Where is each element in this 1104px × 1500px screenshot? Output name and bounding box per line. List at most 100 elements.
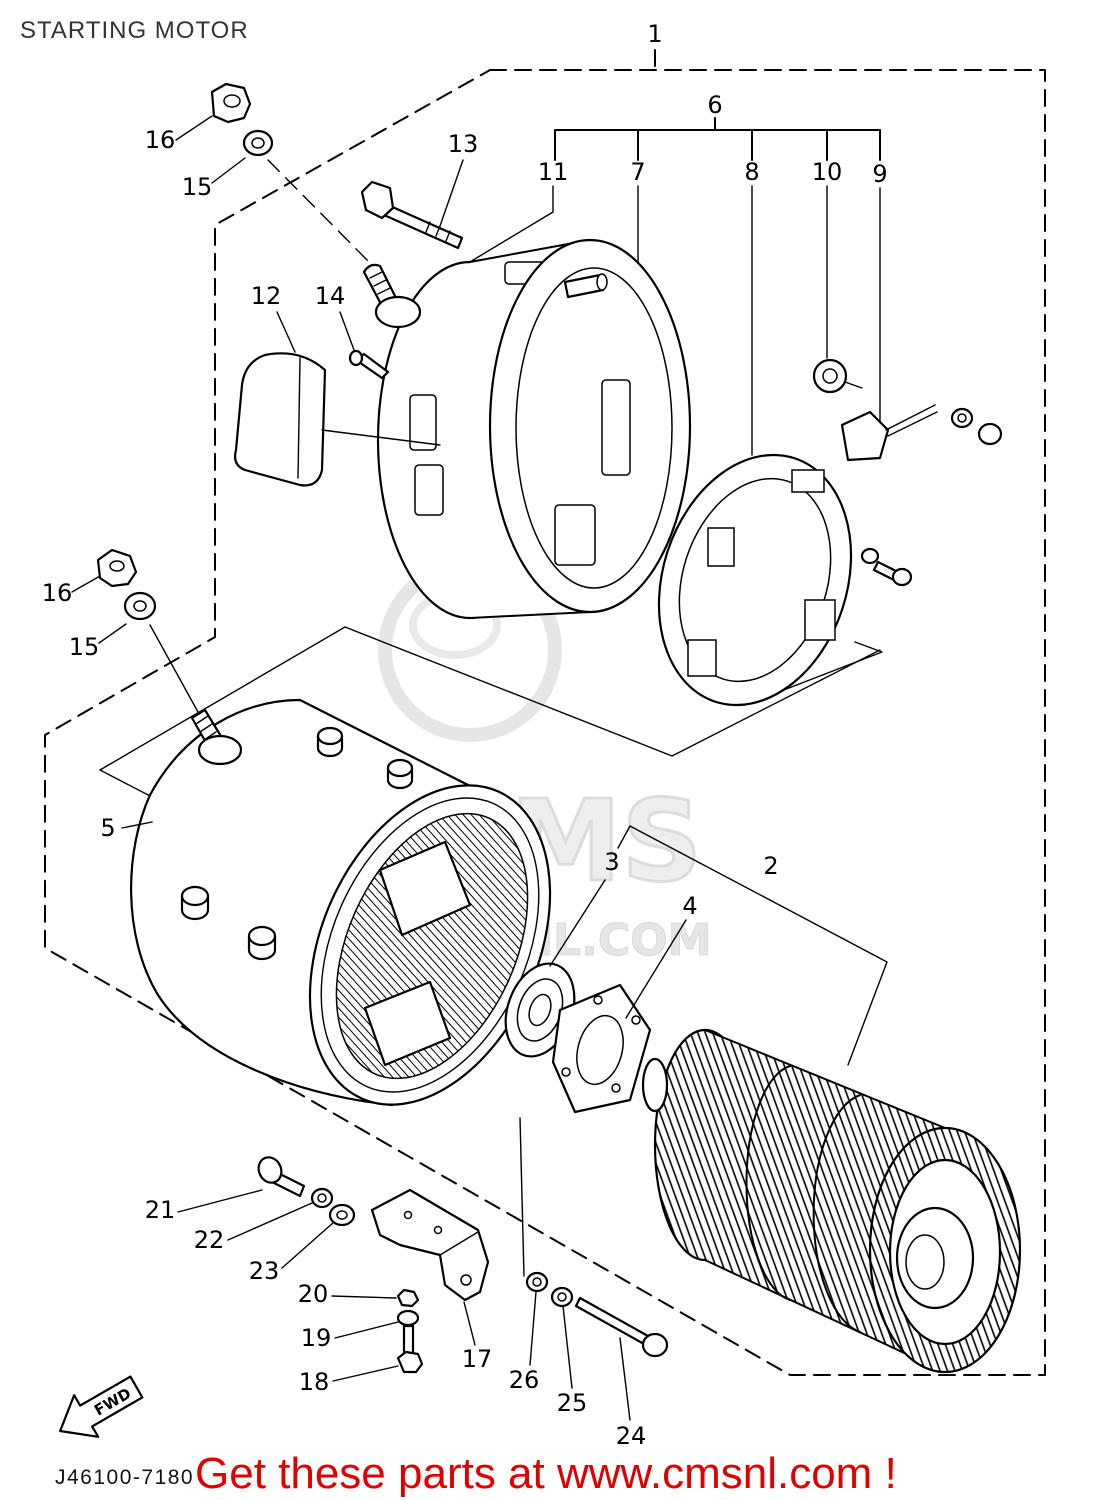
armature-band bbox=[812, 1094, 861, 1333]
bolt-thread bbox=[425, 221, 451, 242]
yoke-5 bbox=[130, 698, 552, 1107]
brush-washer-hole bbox=[957, 413, 967, 423]
brush-9 bbox=[840, 404, 1003, 462]
spring-10 bbox=[812, 358, 863, 394]
stud-hex-base bbox=[374, 295, 422, 329]
yoke-pole-shoe bbox=[363, 980, 452, 1067]
brush-block bbox=[840, 410, 890, 462]
leaders-16-15-lower bbox=[71, 575, 199, 713]
callout-7: 7 bbox=[630, 158, 645, 186]
callout-26: 26 bbox=[509, 1366, 540, 1394]
plate-washer bbox=[860, 547, 880, 565]
callout-22: 22 bbox=[194, 1226, 225, 1254]
nut-16-lower bbox=[96, 548, 138, 588]
bracket-part-6 bbox=[554, 117, 881, 161]
screw-head bbox=[257, 1156, 283, 1184]
bolt-18 bbox=[396, 1324, 424, 1374]
subassembly-outline-armature bbox=[617, 825, 888, 1066]
callout-6: 6 bbox=[707, 91, 722, 119]
nut-hole bbox=[223, 94, 241, 108]
bracket-body bbox=[370, 1188, 490, 1302]
spring-center bbox=[822, 368, 838, 384]
brush-holder bbox=[804, 599, 836, 641]
washer-22 bbox=[310, 1187, 334, 1209]
stud-axis-line-upper bbox=[267, 159, 373, 266]
terminal-stud-11 bbox=[362, 263, 422, 329]
leader-14 bbox=[339, 311, 355, 351]
callout-3: 3 bbox=[604, 848, 619, 876]
brush-12 bbox=[233, 352, 327, 487]
washer-hole bbox=[557, 1292, 567, 1302]
bracket-hole bbox=[460, 1274, 472, 1286]
end-cover-inner-pocket bbox=[554, 504, 596, 566]
callout-5: 5 bbox=[100, 814, 115, 842]
subassembly-outline-yoke bbox=[99, 626, 881, 798]
fwd-arrow-shape bbox=[59, 1375, 144, 1438]
yoke-pole-shoe bbox=[378, 840, 472, 937]
brush-plate-8 bbox=[657, 453, 913, 707]
leader-13 bbox=[439, 159, 464, 227]
nut-20 bbox=[396, 1288, 420, 1308]
stud-thread-lines bbox=[369, 271, 391, 295]
callout-16-lower: 16 bbox=[42, 579, 73, 607]
leaders-16-15-upper bbox=[175, 115, 246, 184]
leader-5 bbox=[121, 821, 153, 829]
end-cover-shaft-end bbox=[596, 273, 608, 291]
brush-holder bbox=[707, 527, 735, 567]
yoke-to-washer-line bbox=[519, 1117, 525, 1277]
diagram-code: J46100-7180 bbox=[55, 1466, 194, 1489]
washer-hole bbox=[317, 1193, 327, 1203]
nut-body bbox=[396, 1288, 420, 1308]
brush-edge bbox=[297, 357, 301, 479]
washer-ring bbox=[396, 1309, 420, 1327]
leader-3 bbox=[549, 879, 606, 967]
end-cover-window bbox=[414, 464, 444, 516]
callout-12: 12 bbox=[251, 282, 282, 310]
plate-hole bbox=[611, 1083, 621, 1093]
callout-20: 20 bbox=[298, 1280, 329, 1308]
callout-13: 13 bbox=[448, 130, 479, 158]
washer-15-upper bbox=[242, 129, 274, 157]
armature-shaft-spline bbox=[905, 1234, 945, 1290]
bracket-17 bbox=[370, 1188, 490, 1302]
callout-25: 25 bbox=[557, 1389, 588, 1417]
bolt-24 bbox=[574, 1296, 669, 1358]
callout-4: 4 bbox=[682, 892, 697, 920]
callout-2: 2 bbox=[763, 852, 778, 880]
bolt-shank bbox=[382, 203, 464, 250]
bracket-hole bbox=[403, 1210, 413, 1220]
end-cover-inner-pocket bbox=[601, 379, 631, 476]
washer-hole bbox=[251, 137, 265, 149]
plate-hole bbox=[561, 1067, 571, 1077]
bolt-head bbox=[396, 1350, 424, 1374]
plate-center-hole bbox=[576, 1014, 624, 1086]
brush-lead-wire bbox=[885, 404, 938, 437]
end-cover-housing bbox=[376, 238, 692, 620]
washer-hole bbox=[532, 1277, 542, 1287]
bolt-head bbox=[641, 1332, 669, 1358]
callout-18: 18 bbox=[299, 1368, 330, 1396]
callout-17: 17 bbox=[462, 1345, 493, 1373]
promo-text: Get these parts at www.cmsnl.com ! bbox=[195, 1449, 897, 1498]
washer-19 bbox=[396, 1309, 420, 1327]
brush-holder bbox=[791, 469, 825, 493]
fwd-arrow: FWD bbox=[59, 1375, 144, 1438]
callout-16-upper: 16 bbox=[145, 126, 176, 154]
washer-hole bbox=[133, 600, 147, 612]
yoke-bolt-head bbox=[247, 925, 277, 947]
plate-screw-head bbox=[891, 567, 913, 587]
yoke-terminal-base bbox=[197, 734, 243, 766]
armature-commutator-end bbox=[641, 1057, 669, 1113]
yoke-bolt-head bbox=[316, 726, 344, 746]
assembly-boundary-dashed bbox=[44, 49, 1046, 1376]
subassembly-outline-brush-plate bbox=[744, 641, 883, 706]
nut-hole bbox=[109, 560, 125, 572]
brush-holder bbox=[687, 639, 717, 677]
washer-hole bbox=[336, 1210, 348, 1220]
bolt-13 bbox=[360, 180, 464, 250]
washer-25 bbox=[550, 1286, 574, 1308]
washer-26 bbox=[525, 1271, 549, 1293]
callout-9: 9 bbox=[872, 160, 887, 188]
spring-tail bbox=[844, 381, 863, 389]
